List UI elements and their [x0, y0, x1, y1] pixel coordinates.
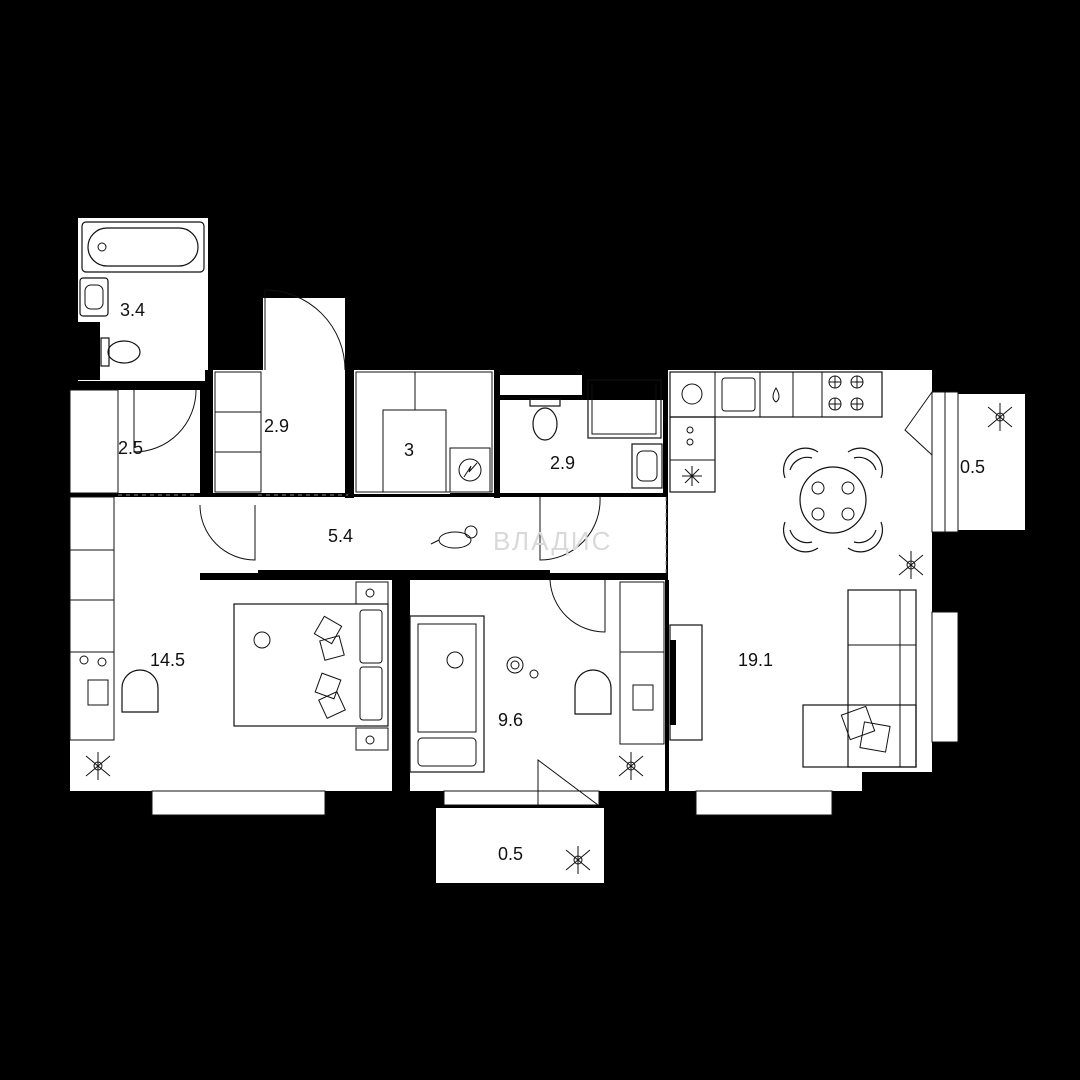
kids-room-furniture: [409, 581, 665, 773]
area-label-hallway: 5.4: [328, 526, 353, 546]
door-kids: [549, 579, 606, 633]
doors: [133, 289, 933, 806]
plant-icon: [565, 846, 591, 874]
bathroom-sink: [79, 277, 109, 317]
shelf-left: [69, 389, 119, 494]
dog-icon: [430, 525, 478, 549]
watermark: ВЛАДИС: [493, 526, 612, 556]
bathroom-fixtures: [79, 221, 205, 367]
door-balcony-right: [904, 391, 933, 456]
area-label-kitchen-living: 19.1: [738, 650, 773, 670]
area-labels: 3.4 2.5 2.9 3 2.9 5.4 14.5 9.6 19.1 0.5 …: [118, 300, 985, 864]
balcony-right: [943, 390, 1029, 534]
bed: [233, 603, 389, 727]
window-kids: [443, 790, 600, 806]
plant-icon: [898, 551, 924, 579]
plant-icons: [85, 403, 1013, 874]
wardrobe: [69, 496, 115, 741]
toilet-shower: [532, 407, 558, 441]
nightstand-top: [355, 581, 389, 605]
shower-sink: [631, 443, 663, 489]
kids-desk: [619, 581, 665, 745]
balconies: [432, 390, 1029, 887]
area-label-utility: 3: [404, 440, 414, 460]
cooktop: [828, 375, 864, 411]
bedroom-floor: [70, 580, 392, 791]
door-hallway: [199, 504, 256, 561]
kitchen-living-floor: [668, 370, 932, 791]
shower-room-fixtures: [529, 379, 663, 489]
kitchen-sink: [721, 377, 756, 412]
dining-table: [782, 447, 884, 553]
area-label-balcony-right: 0.5: [960, 457, 985, 477]
shelf: [500, 375, 582, 395]
area-label-balcony-bottom: 0.5: [498, 844, 523, 864]
shower-tray: [587, 379, 662, 439]
plant-icon: [85, 752, 111, 780]
plant-icon: [618, 752, 644, 780]
desk-chair-bedroom: [121, 669, 159, 713]
storage-shelves: [69, 371, 493, 494]
door-storage: [133, 389, 197, 453]
windows: [151, 391, 959, 816]
kitchen: [669, 371, 883, 493]
bathtub: [81, 221, 205, 273]
utility-floor: [354, 370, 494, 494]
area-label-storage-left: 2.5: [118, 438, 143, 458]
window-bedroom: [151, 790, 326, 816]
sofa: [802, 589, 917, 768]
area-label-kids-room: 9.6: [498, 710, 523, 730]
area-label-bathroom: 3.4: [120, 300, 145, 320]
door-closet: [264, 289, 346, 371]
kids-room-floor: [410, 580, 665, 791]
door-shower: [539, 496, 601, 561]
storage-left-floor: [70, 390, 200, 493]
utility-cabinet: [382, 409, 447, 493]
desk-chair-kids: [574, 669, 612, 715]
area-label-shower-room: 2.9: [550, 453, 575, 473]
shower-room-floor: [500, 400, 663, 493]
pot: [681, 383, 703, 405]
door-kids-balcony: [537, 759, 599, 806]
area-label-bedroom: 14.5: [150, 650, 185, 670]
zone-boundaries: [118, 494, 667, 573]
closet-top-floor: [213, 370, 263, 493]
window-living-side: [931, 611, 959, 743]
closet-door-zone: [263, 298, 345, 493]
window-living: [695, 790, 833, 816]
bedroom-furniture: [69, 496, 389, 751]
kids-bed: [409, 615, 485, 773]
kitchen-counter: [669, 371, 883, 418]
nightstand-bottom: [355, 727, 389, 751]
toilet-bathroom: [107, 340, 141, 364]
partitions: [70, 322, 669, 795]
area-label-closet-top: 2.9: [264, 416, 289, 436]
snowflake-icon: [682, 466, 702, 486]
electrical-panel: [449, 447, 491, 493]
balcony-bottom: [432, 804, 608, 887]
plant-icon: [987, 403, 1013, 431]
